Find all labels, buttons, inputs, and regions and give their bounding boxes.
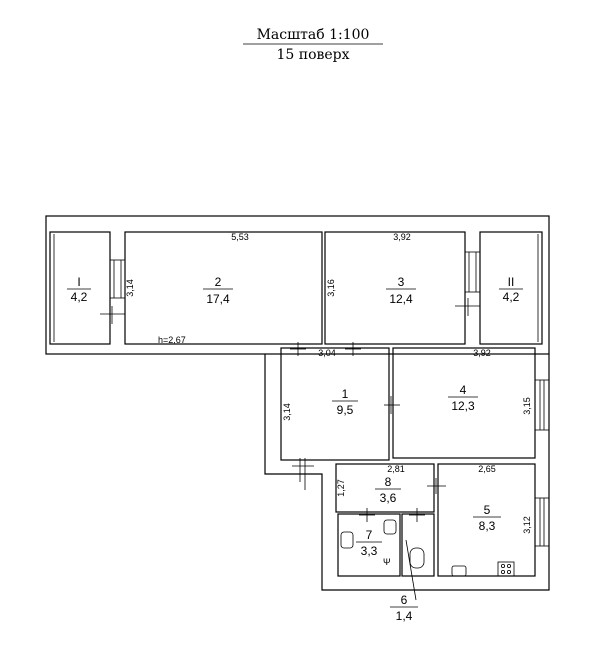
room-1-outline	[280, 347, 390, 461]
dimension-label: 3,92	[473, 348, 491, 358]
dimension-label: 2,81	[387, 464, 405, 474]
dimension-label: 3,12	[522, 516, 532, 534]
dimension-label: 3,14	[125, 279, 135, 297]
lower-block-outline	[264, 354, 550, 591]
room-number: 6	[401, 593, 408, 607]
room-area: 12,4	[389, 292, 413, 306]
room-number: 3	[398, 275, 405, 289]
room-6-leader	[405, 539, 417, 601]
stove-icon	[497, 561, 515, 577]
room-area: 12,3	[451, 399, 475, 413]
window-loggia-I	[109, 259, 126, 299]
room-number: 7	[366, 528, 373, 542]
room-area: 1,4	[396, 609, 413, 623]
room-6-outline	[401, 513, 435, 577]
dimension-labels: 5,53 3,92 3,14 3,16 h=2,67 3,04 3,92 3,1…	[125, 232, 532, 534]
room-area: 3,3	[361, 544, 378, 558]
shower-icon: Ψ	[383, 557, 391, 567]
ceiling-height-label: h=2,67	[158, 335, 186, 345]
fixtures: Ψ	[340, 519, 515, 577]
upper-rooms	[49, 231, 543, 345]
upper-block-outline	[45, 215, 550, 355]
dimension-label: 3,16	[326, 279, 336, 297]
room-number: II	[508, 275, 515, 289]
bathtub-tap-icon	[383, 519, 397, 535]
dimension-label: 3,92	[393, 232, 411, 242]
dimension-label: 5,53	[231, 232, 249, 242]
outer-walls	[45, 215, 550, 591]
dimension-label: 1,27	[336, 479, 346, 497]
washbasin-icon	[340, 531, 354, 549]
window-room-4	[534, 379, 550, 431]
room-area: 17,4	[206, 292, 230, 306]
toilet-icon	[409, 547, 425, 569]
dimension-label: 2,65	[478, 464, 496, 474]
room-labels: I 4,2 2 17,4 3 12,4 II 4,2 1 9,5 4 12,3 …	[67, 275, 523, 623]
room-number: 2	[215, 275, 222, 289]
room-number: 5	[484, 503, 491, 517]
room-area: 4,2	[503, 290, 520, 304]
room-number: 8	[385, 475, 392, 489]
lower-rooms	[280, 342, 550, 577]
room-number: 1	[342, 387, 349, 401]
room-8-outline	[335, 463, 435, 513]
window-loggia-II	[464, 251, 481, 293]
room-area: 4,2	[71, 290, 88, 304]
room-2-outline	[124, 231, 323, 345]
room-area: 3,6	[380, 491, 397, 505]
room-area: 9,5	[337, 403, 354, 417]
room-area: 8,3	[479, 519, 496, 533]
window-room-5	[534, 497, 550, 547]
scale-label: Масштаб 1:100	[257, 27, 370, 43]
kitchen-sink-icon	[451, 565, 467, 577]
dimension-label: 3,15	[522, 397, 532, 415]
floor-label: 15 поверх	[276, 47, 349, 63]
room-3-outline	[324, 231, 466, 345]
room-number: I	[77, 275, 80, 289]
dimension-label: 3,14	[282, 403, 292, 421]
room-7-outline	[337, 513, 401, 577]
room-number: 4	[460, 383, 467, 397]
dimension-label: 3,04	[318, 348, 336, 358]
